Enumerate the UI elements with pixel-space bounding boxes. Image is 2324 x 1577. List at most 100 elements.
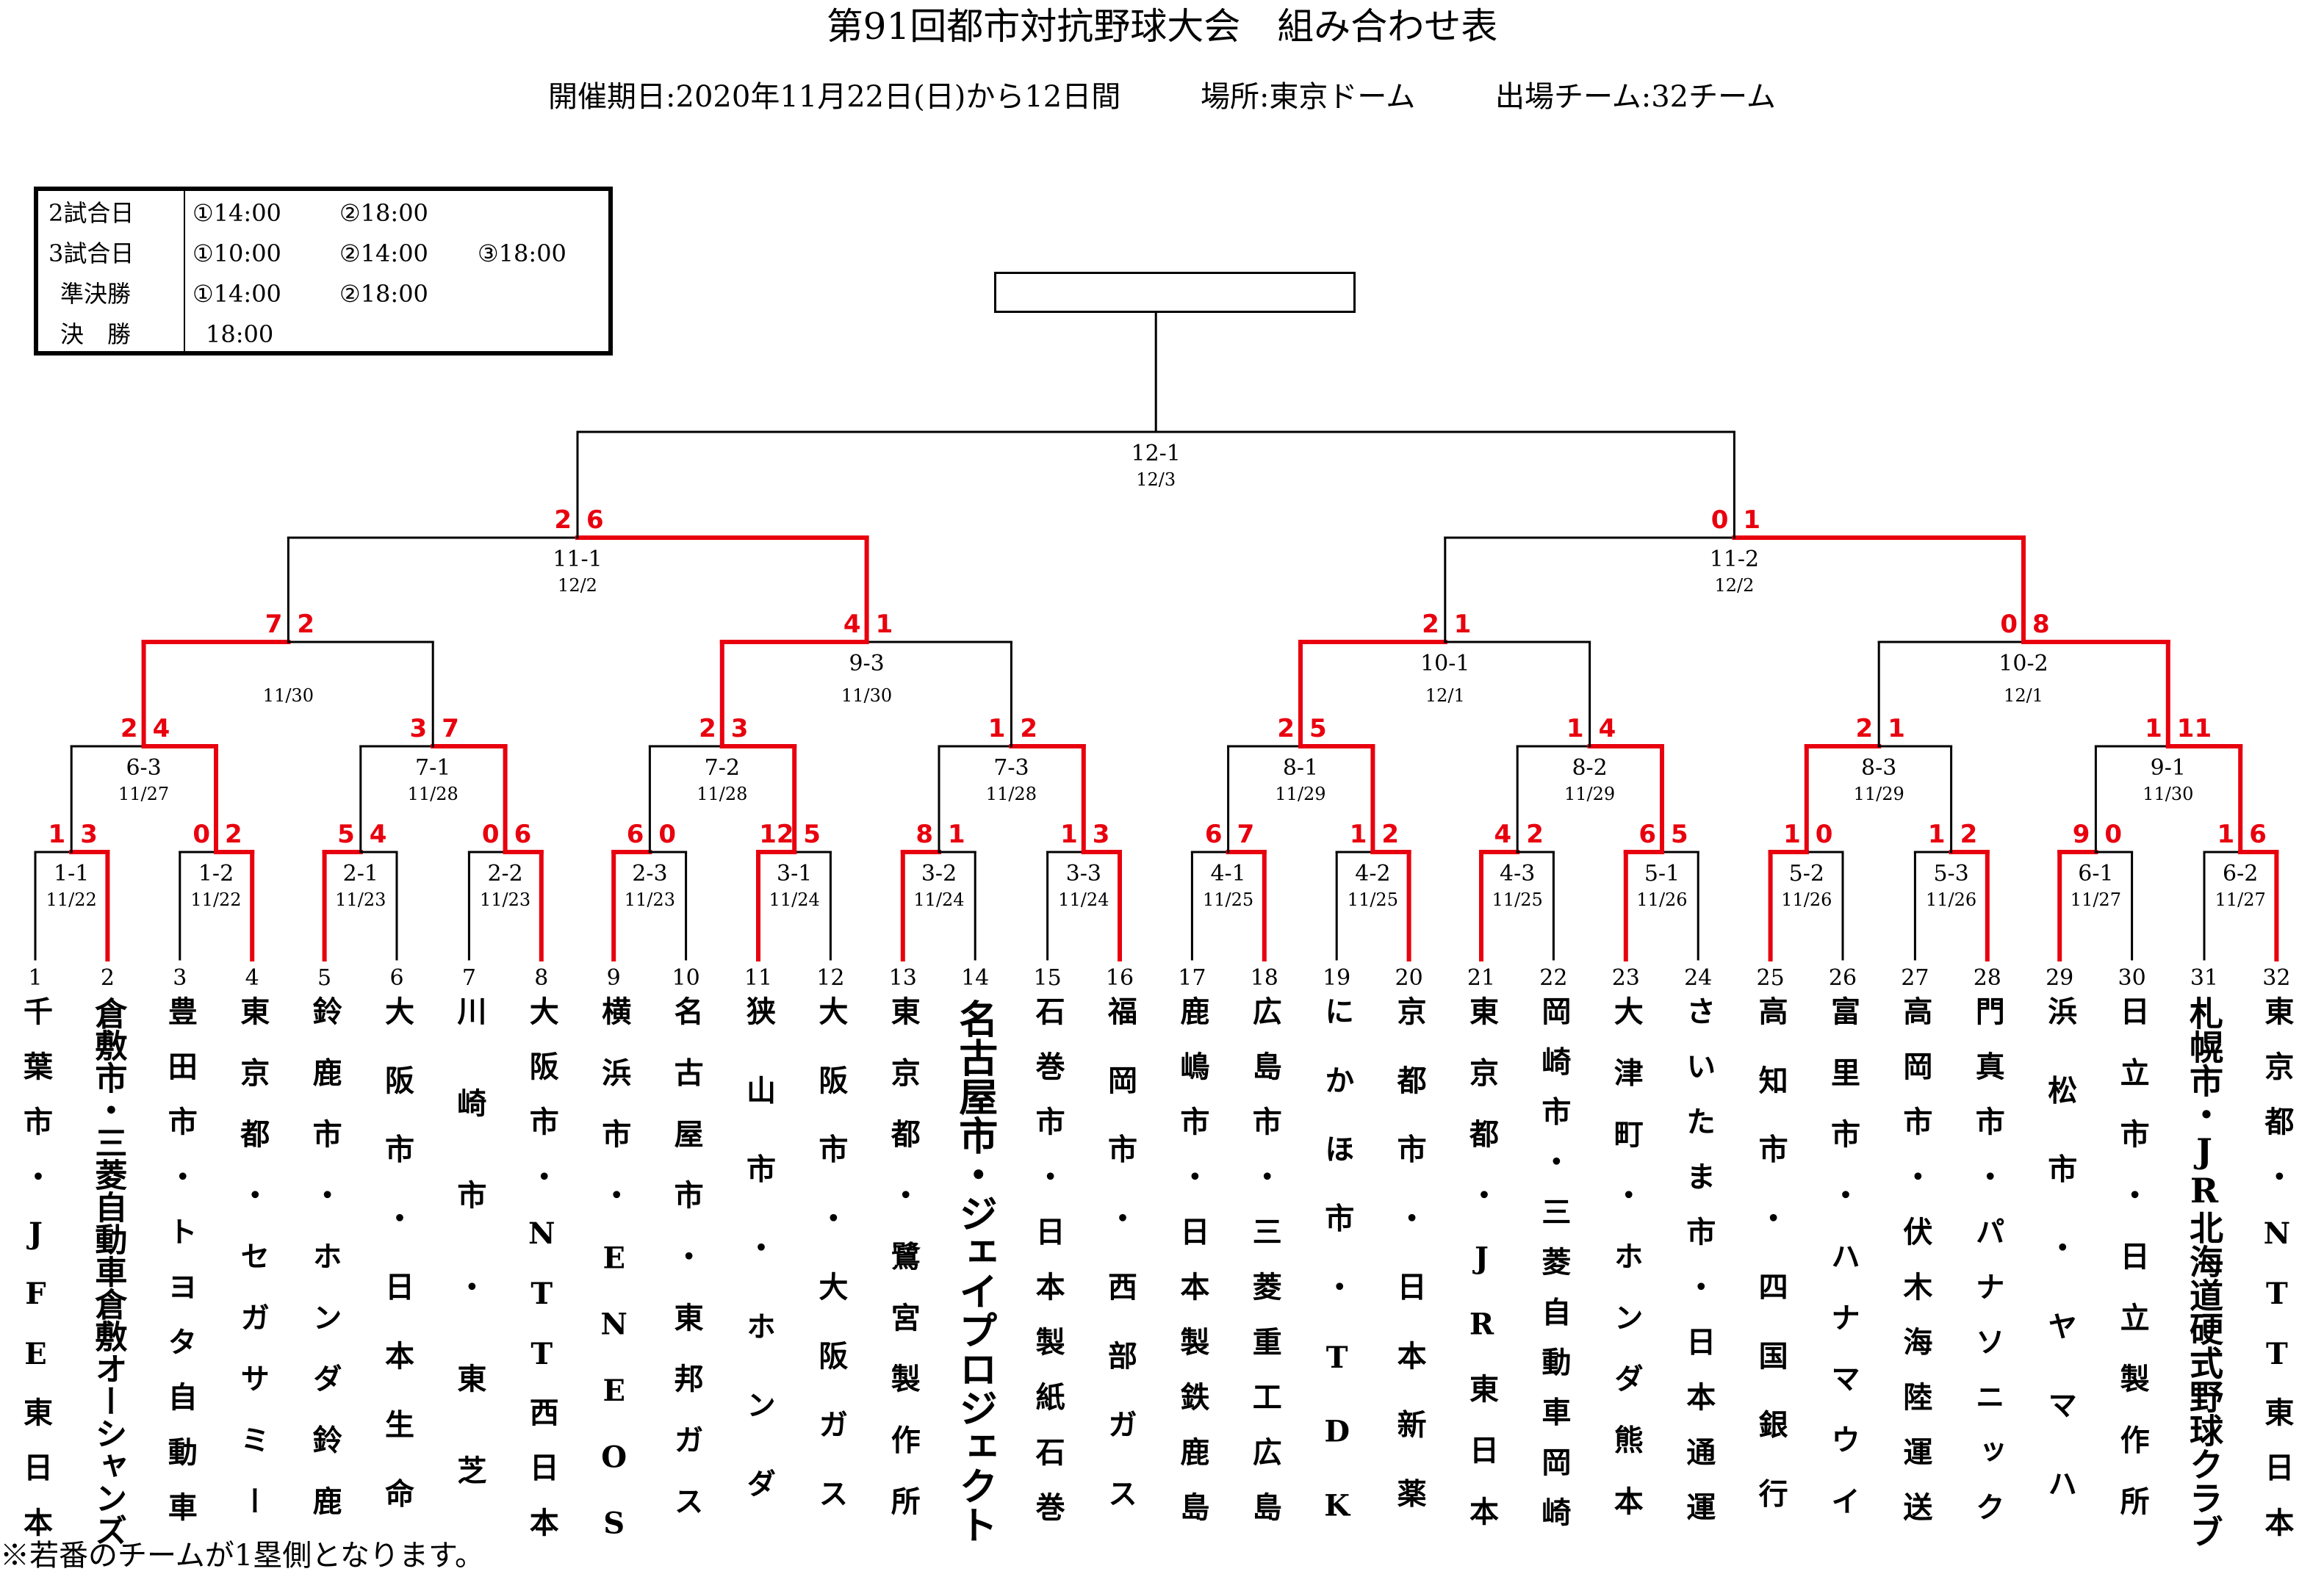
schedule-row: 決 勝 18:00 [38, 314, 608, 355]
match-date: 11/23 [624, 889, 675, 910]
team-number: 12 [816, 965, 845, 991]
team-number: 10 [672, 965, 700, 991]
schedule-row: 2試合日 ①14:00 ②18:00 [38, 192, 608, 234]
match-code: 5-3 [1933, 861, 1969, 887]
score-right: 2 [1020, 714, 1038, 743]
match-code: 2-1 [342, 861, 378, 887]
match-code: 3-3 [1065, 861, 1101, 887]
team-name: 倉敷市・三菱自動車倉敷オーシャンズ [89, 997, 127, 1546]
match-date: 11/23 [335, 889, 386, 910]
team-number: 4 [245, 965, 259, 991]
team-number: 28 [1973, 965, 2001, 991]
match-date: 11/22 [190, 889, 242, 910]
team-name: 日立市・日立製作所 [2115, 996, 2150, 1547]
score-left: 0 [481, 820, 500, 849]
team-number: 21 [1467, 965, 1496, 991]
team-number: 15 [1033, 965, 1062, 991]
team-number: 3 [173, 965, 187, 991]
team-name: 大阪市・大阪ガス [813, 996, 849, 1547]
score-right: 1 [1888, 714, 1905, 743]
match-code: 6-1 [2078, 861, 2114, 887]
match-code: 8-3 [1861, 755, 1897, 781]
champion-box [994, 272, 1356, 313]
team-entry: 2 倉敷市・三菱自動車倉敷オーシャンズ [78, 965, 137, 1547]
match-date: 12/2 [1714, 575, 1755, 596]
team-name: 川崎市・東芝 [452, 996, 487, 1547]
score-right: 4 [369, 820, 387, 849]
match-date: 12/2 [558, 575, 597, 596]
team-number: 11 [744, 965, 773, 991]
score-right: 2 [1381, 820, 1400, 849]
match-date: 12/1 [1425, 685, 1465, 706]
match-code: 4-1 [1210, 861, 1246, 887]
team-name: 高知市・四国銀行 [1753, 996, 1788, 1547]
team-number: 20 [1395, 965, 1423, 991]
team-number: 2 [100, 965, 115, 991]
score-left: 8 [915, 820, 933, 849]
match-code: 11-2 [1709, 546, 1760, 572]
team-name: 富里市・ハナマウイ [1826, 996, 1860, 1547]
team-number: 8 [534, 965, 549, 991]
team-number: 14 [961, 965, 990, 991]
match-date: 11/25 [1203, 889, 1254, 910]
match-date: 11/28 [985, 784, 1037, 804]
match-code: 7-1 [415, 755, 451, 781]
score-left: 4 [843, 610, 861, 639]
team-name: 福岡市・西部ガス [1103, 996, 1137, 1547]
match-date: 11/27 [2070, 889, 2121, 910]
team-number: 9 [606, 965, 621, 991]
team-number: 30 [2118, 965, 2146, 991]
team-number: 27 [1901, 965, 1929, 991]
score-right: 8 [2032, 610, 2050, 639]
score-right: 6 [514, 820, 532, 849]
match-code: 3-2 [921, 861, 957, 887]
match-code: 6-2 [2223, 861, 2259, 887]
match-code: 2-2 [487, 861, 523, 887]
match-code: 5-1 [1644, 861, 1680, 887]
team-name: 東京都・セガサミー [235, 996, 270, 1547]
match-date: 11/28 [407, 784, 458, 804]
match-date: 11/27 [2215, 889, 2266, 910]
match-date: 11/25 [1347, 889, 1398, 910]
match-code: 4-2 [1355, 861, 1391, 887]
score-right: 1 [875, 610, 893, 639]
score-left: 1 [1927, 820, 1946, 849]
match-code: 1-2 [198, 861, 234, 887]
schedule-time: ②18:00 [339, 280, 428, 308]
score-right: 1 [1743, 505, 1761, 535]
score-right: 5 [803, 820, 821, 849]
score-left: 6 [626, 820, 644, 849]
schedule-time: ①14:00 [193, 280, 281, 308]
score-left: 6 [1638, 820, 1656, 849]
score-right: 2 [1526, 820, 1544, 849]
score-right: 4 [152, 714, 170, 743]
score-left: 5 [337, 820, 355, 849]
score-right: 5 [1309, 714, 1327, 743]
team-number: 18 [1250, 965, 1278, 991]
match-date: 11/25 [1492, 889, 1543, 910]
team-name: 千葉市・JFE東日本 [18, 996, 53, 1562]
match-code: 4-3 [1500, 861, 1536, 887]
page-title: 第91回都市対抗野球大会 組み合わせ表 [826, 5, 1498, 48]
team-name: 札幌市・JR北海道硬式野球クラブ [2184, 996, 2224, 1548]
team-entry: 4 東京都・セガサミー [223, 965, 281, 1547]
score-left: 2 [1422, 610, 1439, 639]
score-right: 3 [730, 714, 749, 743]
schedule-time: ③18:00 [478, 239, 566, 267]
match-code: 10-2 [1999, 651, 2048, 676]
schedule-label: 2試合日 [48, 199, 134, 227]
